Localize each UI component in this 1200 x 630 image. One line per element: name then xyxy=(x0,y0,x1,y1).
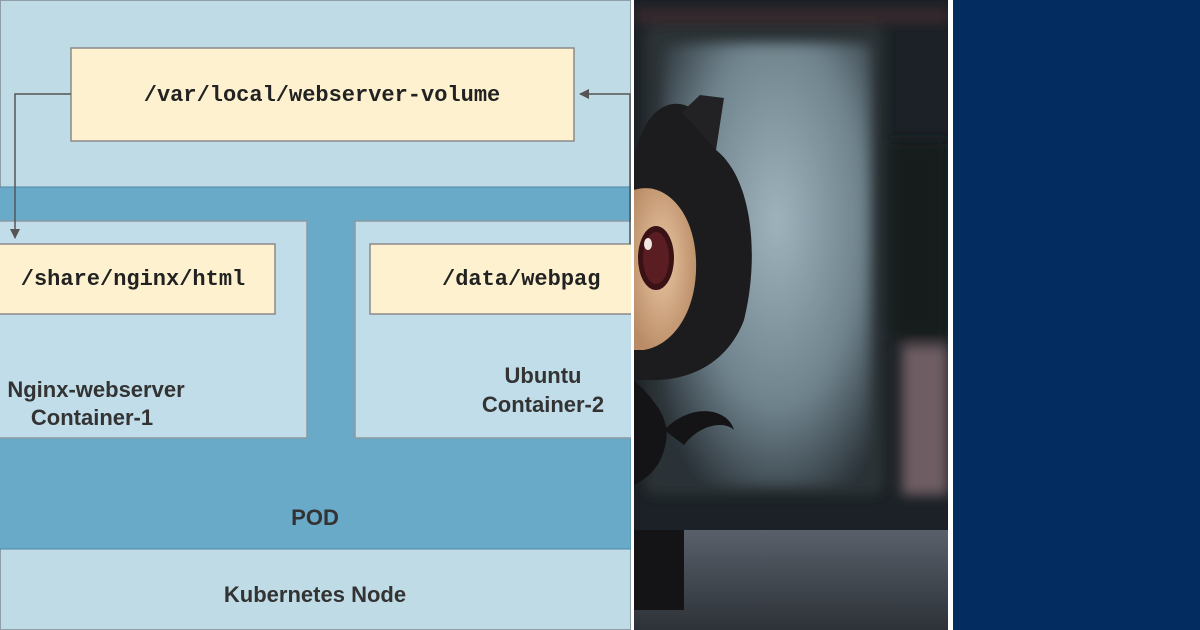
octocat-photo xyxy=(634,0,948,630)
kubernetes-volume-diagram: /var/local/webserver-volume /share/nginx… xyxy=(0,0,631,630)
volume-path-text: /var/local/webserver-volume xyxy=(144,83,500,108)
container-1-mount-box xyxy=(0,243,276,315)
desk-surface xyxy=(634,530,948,630)
node-label: Kubernetes Node xyxy=(224,582,406,607)
panel-divider-2 xyxy=(948,0,953,630)
diagram-canvas: /var/local/webserver-volume /share/nginx… xyxy=(0,0,631,630)
volume-to-container-1-arrow xyxy=(10,93,71,239)
octocat-figurine xyxy=(634,95,752,610)
photo-canvas xyxy=(634,0,948,630)
container-2-label: Container-2 xyxy=(482,392,604,417)
pod-label: POD xyxy=(291,505,339,530)
panel-divider xyxy=(631,0,634,630)
container-2-mount-box xyxy=(369,243,631,315)
container-1-mount-text: /share/nginx/html xyxy=(21,267,245,292)
container-1-name: Nginx-webserver xyxy=(7,377,185,402)
navy-color-block xyxy=(953,0,1200,630)
container-2-name: Ubuntu xyxy=(505,363,582,388)
container-2-to-volume-arrow xyxy=(579,89,631,244)
volume-path-box xyxy=(70,47,575,142)
container-1-label: Container-1 xyxy=(31,405,153,430)
container-2-mount-text: /data/webpag xyxy=(442,267,600,292)
